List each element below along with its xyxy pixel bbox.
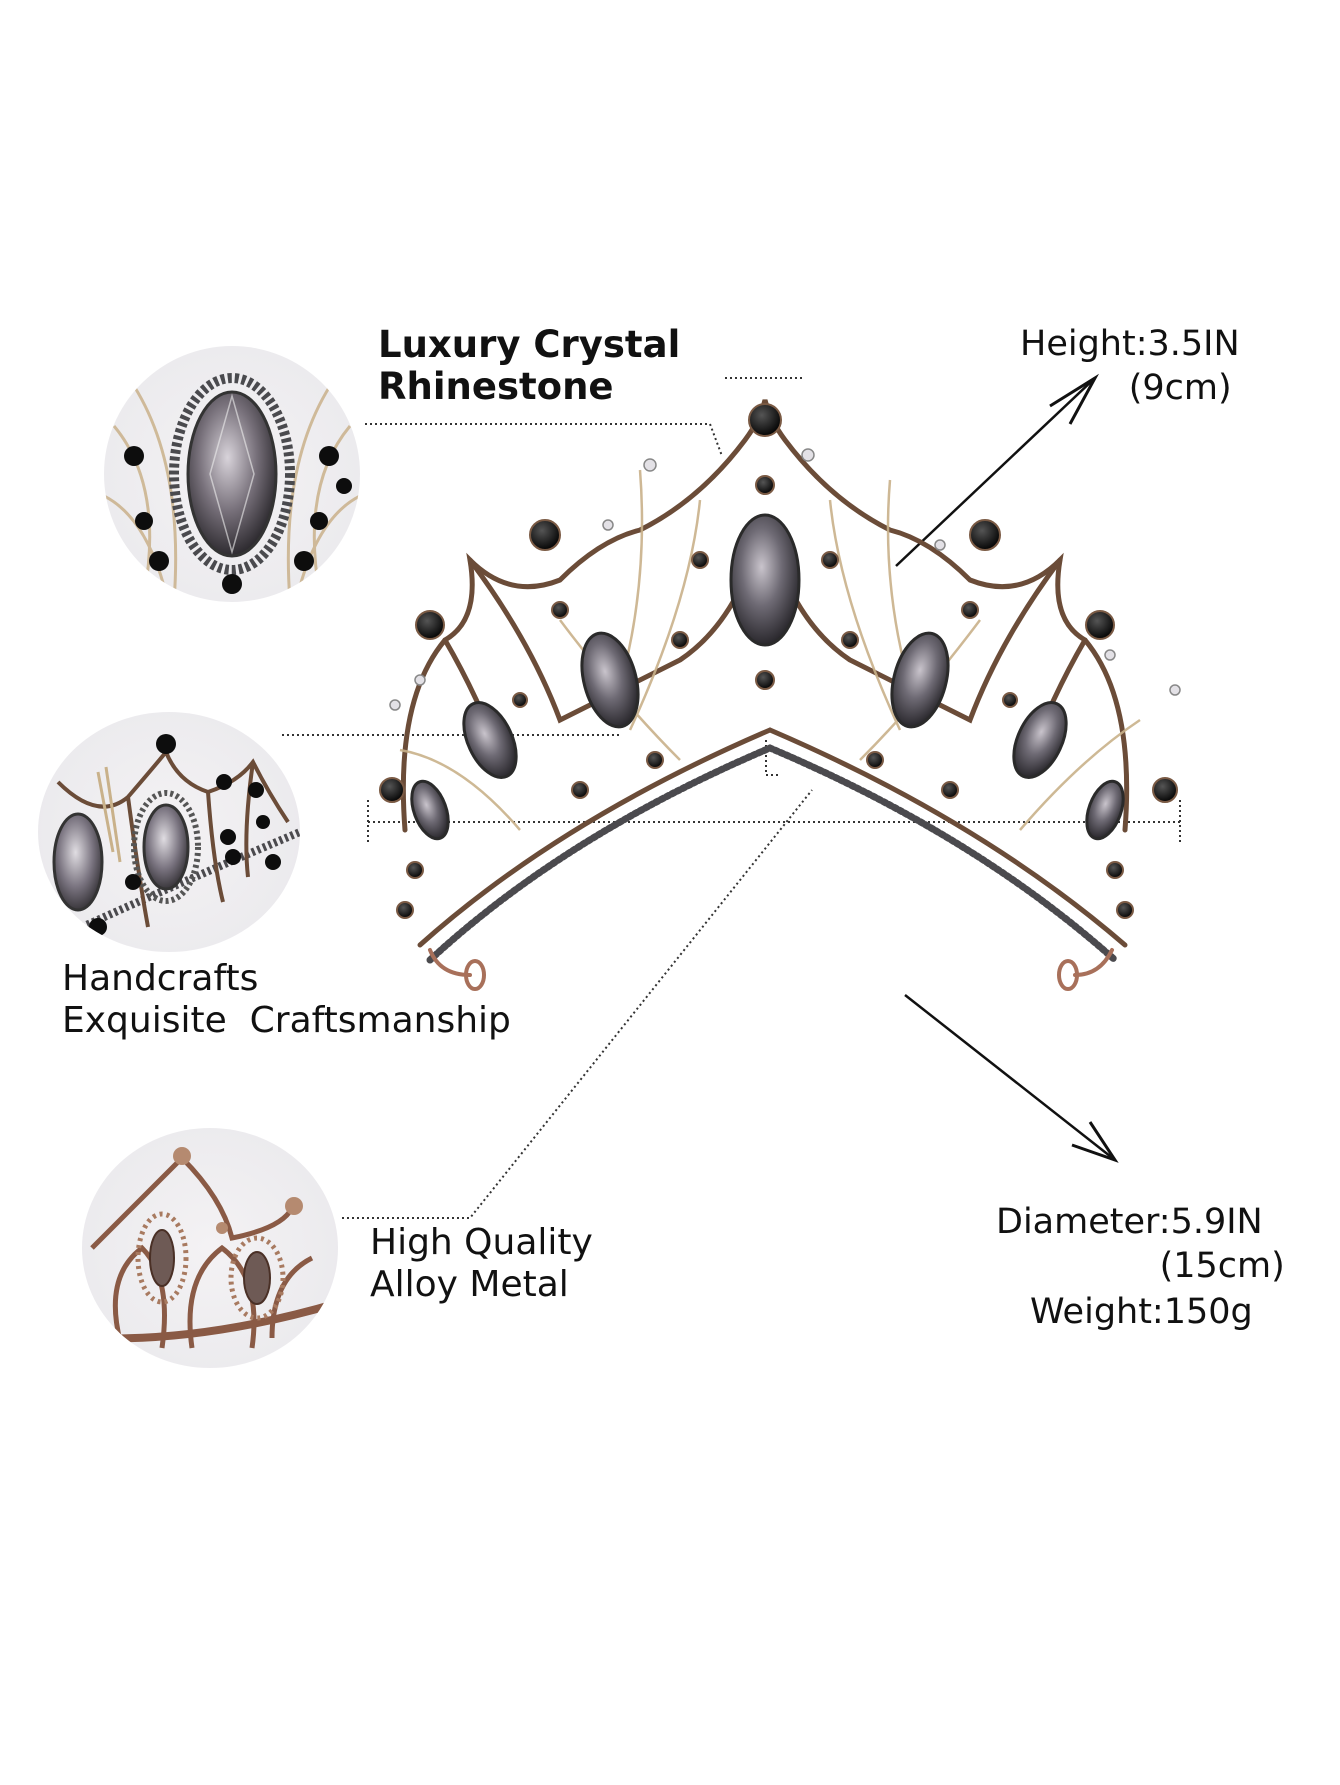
diameter-spec: Diameter:5.9IN (15cm)	[996, 1200, 1285, 1288]
alloy-closeup-image	[82, 1128, 338, 1368]
height-spec-label: Height:3.5IN	[1020, 324, 1240, 364]
height-spec-metric: (9cm)	[1128, 368, 1232, 408]
alloy-label-line2: Alloy Metal	[370, 1264, 569, 1305]
rhinestone-label-line2: Rhinestone	[378, 365, 614, 408]
height-spec: Height:3.5IN (9cm)	[1020, 322, 1240, 410]
handcraft-label-line2: Exquisite Craftsmanship	[62, 1000, 511, 1041]
alloy-label: High Quality Alloy Metal	[370, 1222, 593, 1306]
diameter-spec-metric: (15cm)	[1159, 1246, 1285, 1286]
weight-spec: Weight:150g	[1030, 1290, 1253, 1334]
rhinestone-label-line1: Luxury Crystal	[378, 323, 681, 366]
alloy-label-line1: High Quality	[370, 1222, 593, 1263]
craftsmanship-closeup-icon	[38, 734, 300, 951]
handcraft-label: Handcrafts Exquisite Craftsmanship	[62, 958, 511, 1042]
rhinestone-closeup-icon	[104, 373, 360, 602]
diameter-spec-label: Diameter:5.9IN	[996, 1202, 1263, 1242]
weight-spec-label: Weight:150g	[1030, 1292, 1253, 1332]
handcraft-label-line1: Handcrafts	[62, 958, 259, 999]
alloy-closeup-icon	[82, 1147, 338, 1349]
rhinestone-closeup-image	[104, 346, 360, 602]
rhinestone-label: Luxury Crystal Rhinestone	[378, 324, 680, 408]
craftsmanship-closeup-image	[38, 712, 300, 952]
